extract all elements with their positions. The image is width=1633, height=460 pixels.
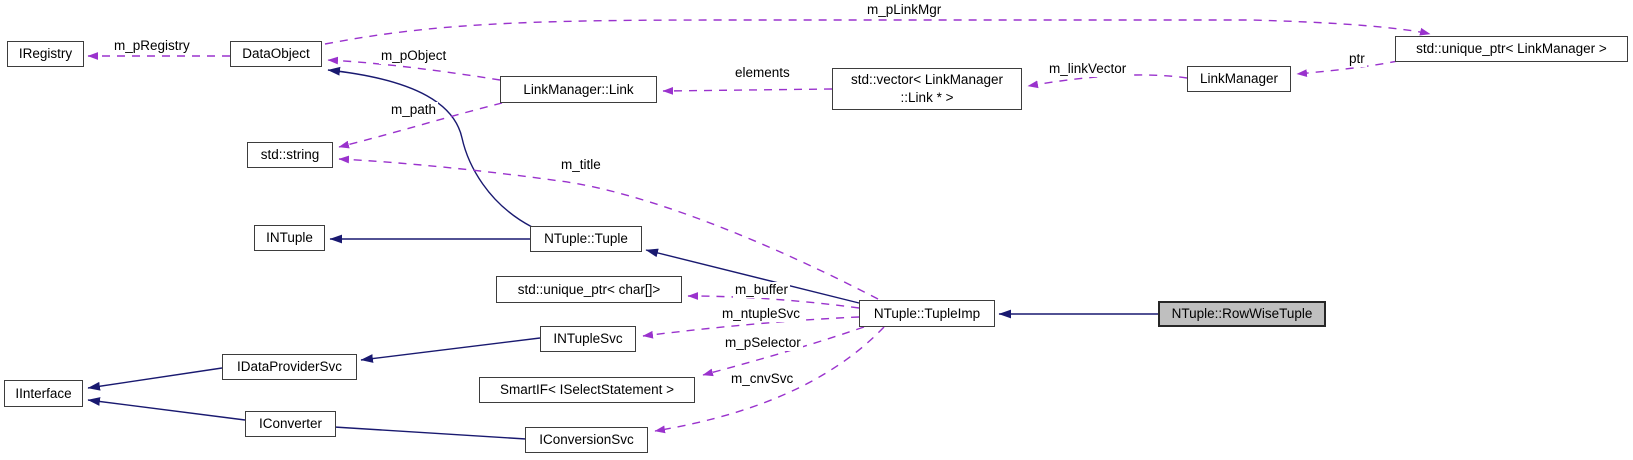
edge-m-pselector [702,326,865,377]
node-ntuple-tuple[interactable]: NTuple::Tuple [530,226,642,252]
edge-m-ntuplesvc [642,316,860,339]
node-intuplesvc[interactable]: INTupleSvc [540,326,636,352]
node-idataprovidersvc[interactable]: IDataProviderSvc [222,354,357,380]
edge-m-plinkmgr [324,19,1431,45]
node-std-unique-ptr-char: std::unique_ptr< char[]> [496,276,682,303]
edge-label-elements: elements [733,65,792,81]
edge-m-cnvsvc [654,326,885,434]
edge-iconversionsvc-to-iconverter [317,422,527,440]
edge-intuplesvc-to-idataprovidersvc [360,337,541,363]
node-std-vector-linkmanager-link: std::vector< LinkManager ::Link * > [832,68,1022,110]
node-std-unique-ptr-linkmanager: std::unique_ptr< LinkManager > [1395,36,1628,62]
edge-label-m-title: m_title [559,157,603,173]
edge-m-linkvector [1027,74,1188,89]
edge-m-path [338,102,503,149]
edge-label-m-ntuplesvc: m_ntupleSvc [720,306,803,322]
edge-label-m-cnvsvc: m_cnvSvc [729,371,796,387]
node-iconverter[interactable]: IConverter [245,411,336,437]
edge-elements [662,86,833,95]
node-iconversionsvc[interactable]: IConversionSvc [525,427,648,453]
node-dataobject[interactable]: DataObject [230,41,322,67]
edge-label-m-plinkmgr: m_pLinkMgr [865,2,944,18]
node-iregistry[interactable]: IRegistry [7,41,84,67]
edge-ptr [1296,60,1399,77]
edge-label-ptr: ptr [1347,51,1367,67]
node-intuple[interactable]: INTuple [254,225,325,251]
node-smartif-iselectstatement[interactable]: SmartIF< ISelectStatement > [479,377,695,403]
node-ntuple-rowwisetuple-current: NTuple::RowWiseTuple [1158,301,1326,327]
edge-label-m-buffer: m_buffer [733,282,791,298]
edge-iconverter-to-iinterface [87,397,246,421]
edge-label-m-linkvector: m_linkVector [1047,61,1129,77]
edge-label-m-pobject: m_pObject [379,48,449,64]
edge-label-m-path: m_path [389,102,439,118]
node-ntuple-tupleimp[interactable]: NTuple::TupleImp [859,300,995,327]
edge-label-m-pselector: m_pSelector [723,335,803,351]
node-iinterface[interactable]: IInterface [4,380,83,407]
edge-tupleimp-to-tuple [645,248,860,304]
edge-m-buffer [687,292,860,309]
edge-label-m-pregistry: m_pRegistry [112,38,192,54]
node-std-string: std::string [247,142,333,168]
edge-m-pobject [327,56,501,81]
edge-idataprovidersvc-to-iinterface [87,367,223,391]
node-linkmanager[interactable]: LinkManager [1187,66,1291,92]
node-linkmanager-link[interactable]: LinkManager::Link [500,76,657,103]
edge-tuple-to-dataobject [327,66,533,228]
